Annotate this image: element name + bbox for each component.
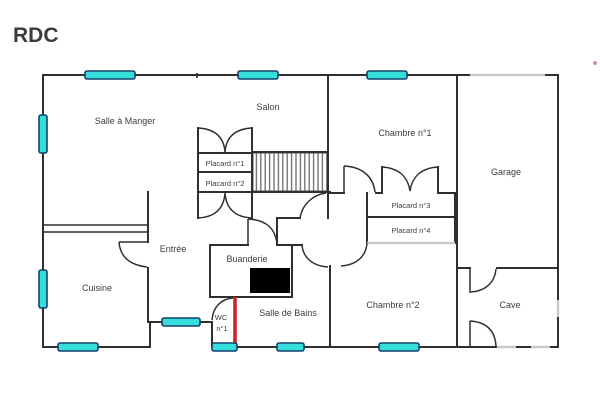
window-cuisine-left: [38, 269, 48, 309]
window-salle-a-manger-top: [84, 70, 136, 80]
window-entree-recess: [161, 317, 201, 327]
room-label-salle-a-manger: Salle à Manger: [95, 116, 156, 126]
exterior-walls: [42, 73, 560, 349]
wc-door-arc: [211, 297, 234, 321]
room-labels: Salle à Manger Salon Chambre n°1 Garage …: [82, 102, 521, 333]
room-label-placard-3: Placard n°3: [392, 201, 431, 210]
door-arcs: [118, 127, 497, 347]
room-label-salle-de-bains: Salle de Bains: [259, 308, 317, 318]
room-label-buanderie: Buanderie: [226, 254, 267, 264]
room-label-placard-4: Placard n°4: [392, 226, 431, 235]
window-cuisine-bottom: [57, 342, 99, 352]
window-chambre1-top: [366, 70, 408, 80]
room-label-wc-line2: n°1: [216, 324, 227, 333]
window-salon-top: [237, 70, 279, 80]
room-label-cave: Cave: [499, 300, 520, 310]
window-chambre2-bottom: [378, 342, 420, 352]
room-label-entree: Entrée: [160, 244, 187, 254]
room-label-garage: Garage: [491, 167, 521, 177]
room-label-placard-1: Placard n°1: [206, 159, 245, 168]
room-label-cuisine: Cuisine: [82, 283, 112, 293]
window-salle-de-bains-bottom: [276, 342, 305, 352]
room-label-wc-line1: WC: [215, 313, 228, 322]
window-salle-a-manger-left: [38, 114, 48, 154]
utility-block: [250, 268, 290, 293]
artifact-dot: [593, 61, 597, 65]
staircase: [252, 152, 329, 192]
room-label-placard-2: Placard n°2: [206, 179, 245, 188]
room-label-chambre-2: Chambre n°2: [366, 300, 419, 310]
window-wc-bottom: [211, 342, 238, 352]
interior-walls: [43, 74, 559, 348]
windows: [38, 70, 420, 352]
room-label-chambre-1: Chambre n°1: [378, 128, 431, 138]
plan-title: RDC: [13, 24, 59, 47]
room-label-salon: Salon: [256, 102, 279, 112]
